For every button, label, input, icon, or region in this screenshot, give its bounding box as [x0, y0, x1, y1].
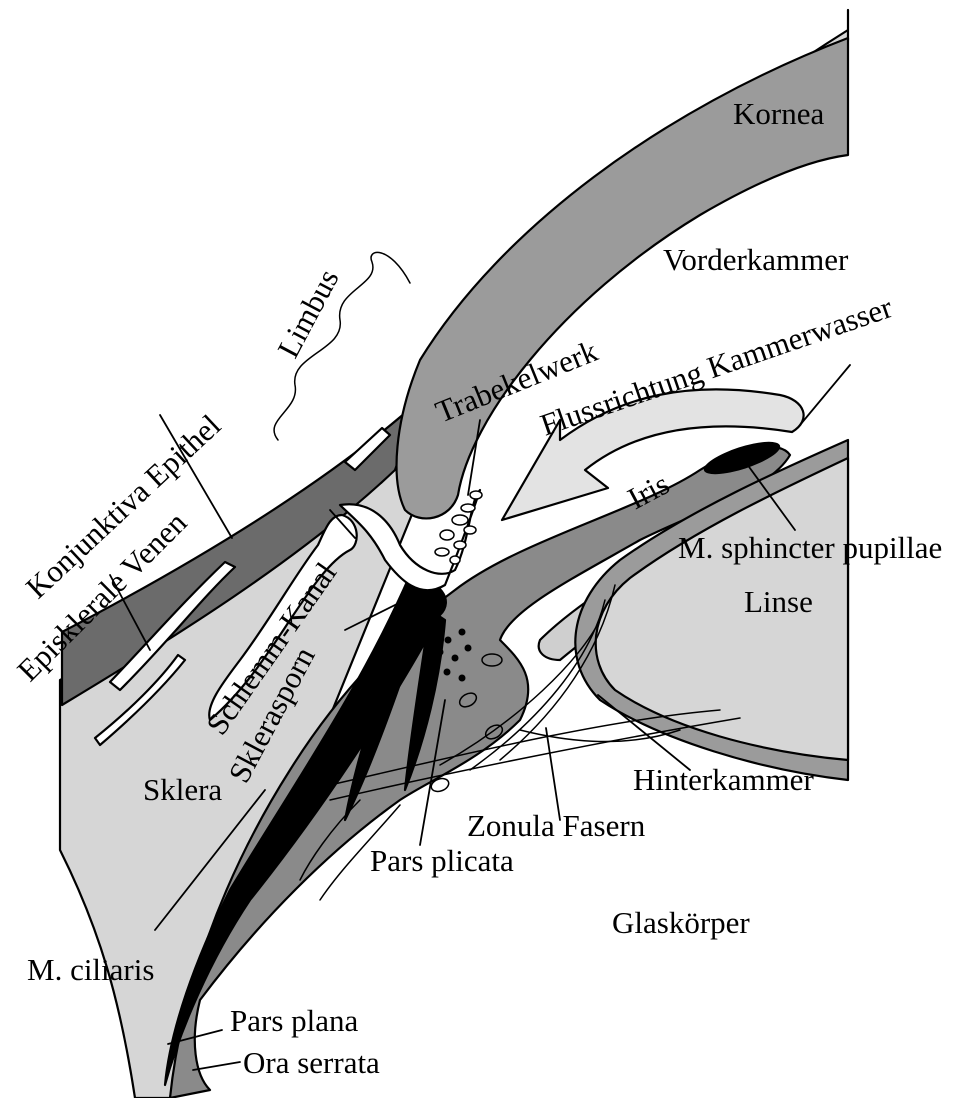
leader-zonula [546, 728, 560, 820]
label-sklera: Sklera [143, 772, 222, 807]
label-sphincter: M. sphincter pupillae [678, 530, 942, 565]
label-pars-plicata: Pars plicata [370, 843, 514, 878]
leader-flussrichtung [800, 365, 850, 425]
label-ciliaris: M. ciliaris [27, 952, 154, 987]
label-vorderkammer: Vorderkammer [663, 242, 849, 277]
leader-ora-serrata [193, 1062, 240, 1070]
label-pars-plana: Pars plana [230, 1003, 359, 1038]
label-zonula: Zonula Fasern [467, 808, 646, 843]
label-linse: Linse [744, 584, 813, 619]
label-limbus: Limbus [270, 263, 345, 363]
label-hinterkammer: Hinterkammer [633, 762, 814, 797]
label-ora-serrata: Ora serrata [243, 1045, 380, 1080]
label-kornea: Kornea [733, 96, 824, 131]
label-glaskoerper: Glaskörper [612, 905, 750, 940]
